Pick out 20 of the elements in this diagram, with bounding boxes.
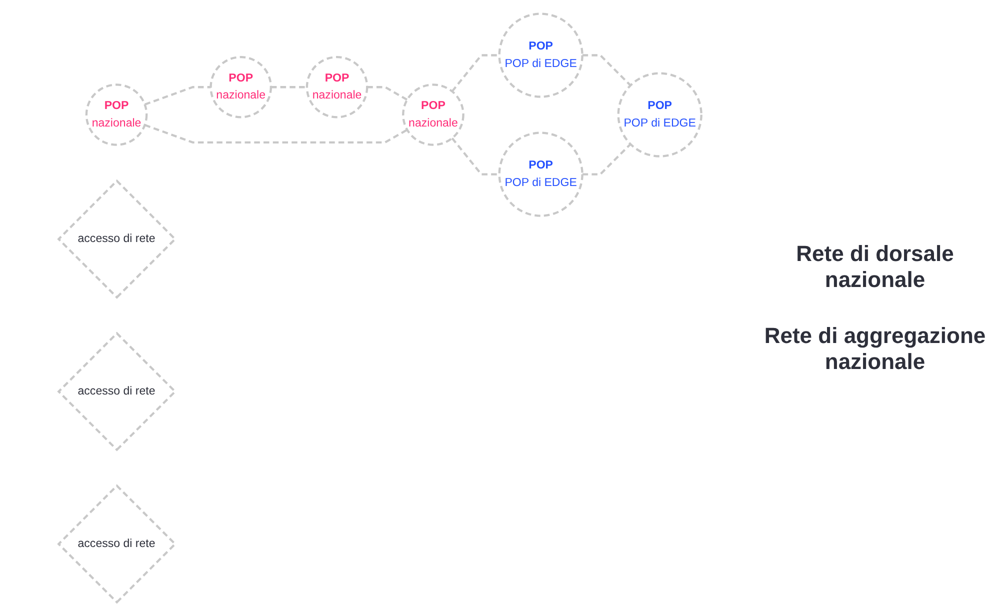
connector: [144, 86, 211, 106]
connector: [270, 86, 307, 88]
node-circle: POP nazionale: [402, 84, 464, 146]
network-label: Rete di aggregazione nazionale: [763, 323, 987, 375]
node-circle: POP POP di EDGE: [498, 12, 584, 98]
connector: [451, 137, 500, 176]
connector: [582, 54, 632, 86]
node-circle: POP POP di EDGE: [498, 132, 584, 217]
network-label: Rete di dorsale nazionale: [795, 241, 955, 293]
node-circle: POP nazionale: [210, 56, 272, 118]
connector: [367, 86, 408, 101]
node-circle: POP nazionale: [306, 56, 368, 118]
connector: [582, 143, 632, 176]
connector: [144, 124, 408, 144]
node-diamond: accesso di rete: [57, 332, 177, 452]
node-circle: POP POP di EDGE: [617, 72, 702, 158]
connector: [451, 54, 500, 92]
node-circle: POP nazionale: [85, 84, 148, 146]
node-diamond: accesso di rete: [57, 179, 177, 299]
node-diamond: accesso di rete: [57, 484, 177, 604]
